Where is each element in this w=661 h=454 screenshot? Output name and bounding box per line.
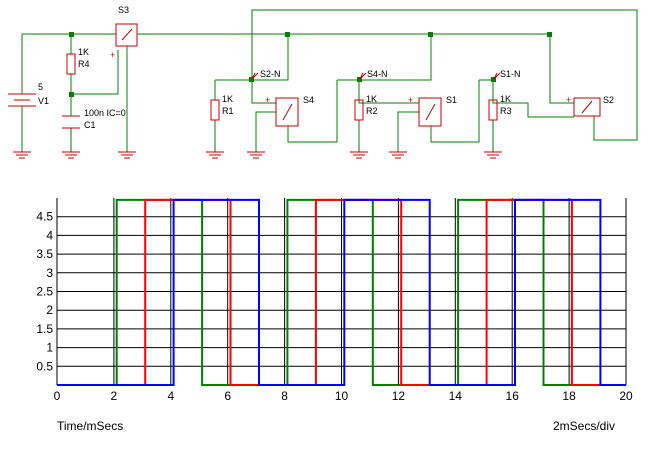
resistor-r3-symbol	[488, 99, 498, 121]
resistor-r4-symbol	[66, 53, 76, 75]
ground-symbols	[13, 151, 502, 159]
c1-name: C1	[84, 120, 96, 130]
wires	[21, 9, 638, 152]
x-tick-label: 6	[224, 389, 231, 403]
switch-s4-symbol	[275, 97, 299, 127]
x-tick-label: 0	[54, 389, 61, 403]
c1-value: 100n IC=0	[84, 108, 126, 118]
r2-name: R2	[366, 106, 378, 116]
time-scale-label: 2mSecs/div	[553, 419, 616, 433]
y-tick-label: 1	[46, 341, 53, 355]
series-line-1	[57, 198, 626, 386]
x-tick-label: 10	[335, 389, 349, 403]
x-tick-label: 12	[392, 389, 406, 403]
x-tick-label: 16	[506, 389, 520, 403]
y-tick-label: 1.5	[36, 322, 53, 336]
x-axis-label: Time/mSecs	[57, 419, 124, 433]
chart-grid	[56, 198, 627, 385]
r4-name: R4	[78, 59, 90, 69]
y-tick-label: 3.5	[36, 247, 53, 261]
s3-plus: +	[110, 50, 115, 60]
s2-name: S2	[603, 95, 614, 105]
series-line-2	[57, 198, 626, 386]
ground-icon	[206, 151, 224, 159]
y-tick-label: 4	[46, 228, 53, 242]
tick-labels: 0 2 4 6 8 10 12 14 16 18 20 0.5 1 1.5 2 2.5 3 3.5 4 4.5	[36, 210, 633, 403]
r4-value: 1K	[78, 47, 89, 57]
battery-symbol	[8, 93, 36, 107]
series-line-3	[57, 198, 626, 386]
v1-value: 5	[38, 82, 43, 92]
ground-icon	[118, 151, 136, 159]
s4-plus: +	[265, 95, 270, 105]
y-tick-label: 2.5	[36, 285, 53, 299]
ground-icon	[247, 151, 265, 159]
capacitor-c1-symbol	[62, 115, 80, 129]
s1-plus: +	[408, 95, 413, 105]
r2-value: 1K	[366, 94, 377, 104]
ground-icon	[62, 151, 80, 159]
ground-icon	[350, 151, 368, 159]
y-tick-label: 2	[46, 303, 53, 317]
tap-arrows	[251, 72, 501, 80]
s2-plus: +	[566, 95, 571, 105]
junction-dots	[69, 32, 552, 97]
r3-value: 1K	[500, 94, 511, 104]
x-tick-label: 4	[167, 389, 174, 403]
ground-icon	[13, 151, 31, 159]
component-labels: 5 V1 1K R4 100n IC=0 C1 S3 + S2-N 1K R1 …	[38, 5, 614, 130]
x-tick-label: 8	[281, 389, 288, 403]
x-tick-label: 20	[619, 389, 633, 403]
x-tick-label: 2	[111, 389, 118, 403]
switch-s2-symbol	[573, 97, 601, 117]
r1-name: R1	[222, 106, 234, 116]
y-tick-label: 4.5	[36, 210, 53, 224]
s1-name: S1	[446, 95, 457, 105]
s3-name: S3	[118, 5, 129, 15]
resistor-r2-symbol	[354, 99, 364, 121]
v1-name: V1	[38, 96, 49, 106]
ground-icon	[389, 151, 407, 159]
circuit-schematic: 5 V1 1K R4 100n IC=0 C1 S3 + S2-N 1K R1 …	[8, 5, 638, 159]
r1-value: 1K	[222, 94, 233, 104]
tap-label-s2-n: S2-N	[260, 69, 281, 79]
x-tick-label: 18	[562, 389, 576, 403]
s4-name: S4	[303, 95, 314, 105]
y-tick-label: 0.5	[36, 359, 53, 373]
switch-s3-symbol	[115, 23, 138, 47]
tap-label-s4-n: S4-N	[367, 69, 388, 79]
ground-icon	[484, 151, 502, 159]
components	[8, 23, 601, 129]
resistor-r1-symbol	[210, 99, 220, 121]
chart-series	[57, 198, 626, 386]
switch-s1-symbol	[418, 97, 442, 127]
tap-label-s1-n: S1-N	[500, 69, 521, 79]
r3-name: R3	[500, 106, 512, 116]
x-tick-label: 14	[449, 389, 463, 403]
y-tick-label: 3	[46, 266, 53, 280]
